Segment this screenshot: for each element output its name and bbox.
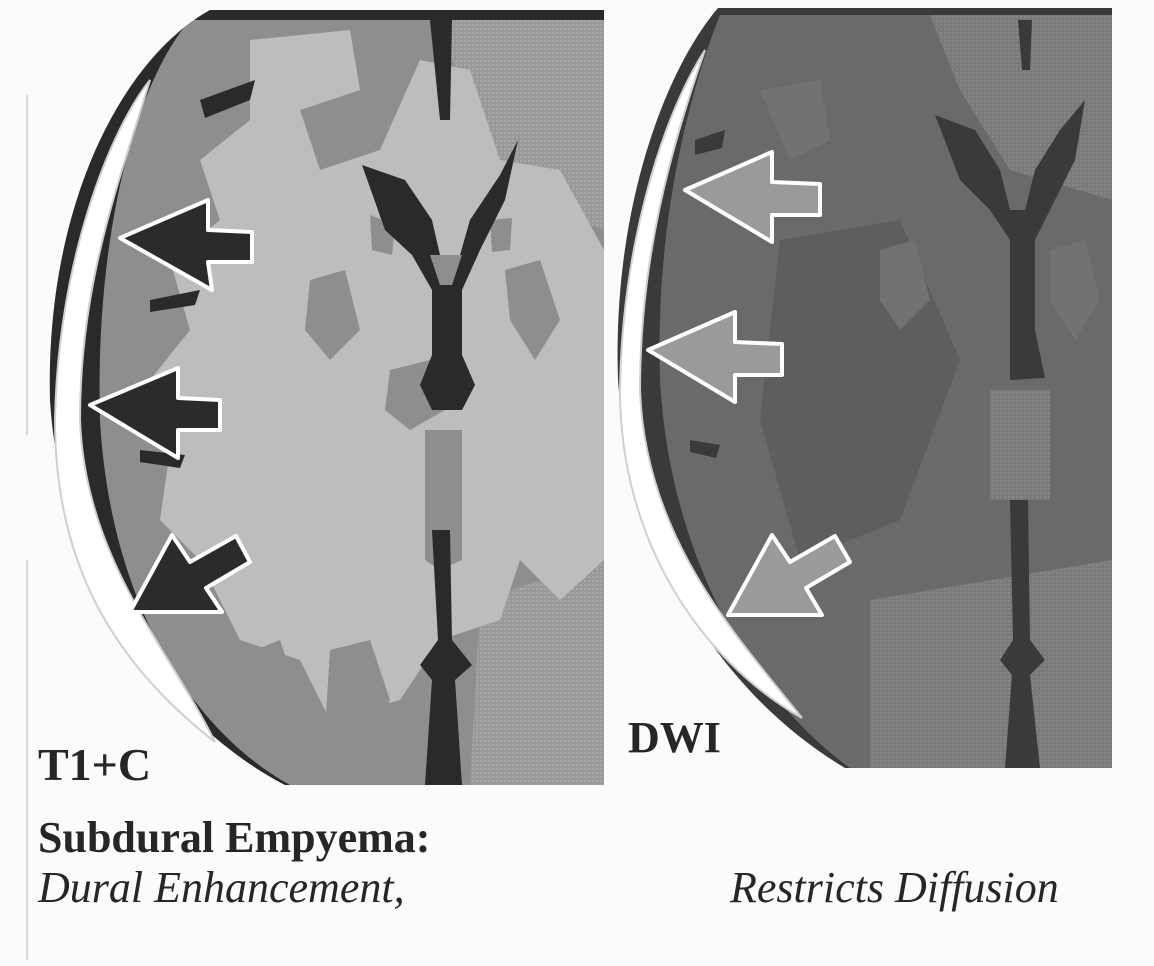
panel-label-t1c: T1+C	[38, 739, 152, 790]
caption-right-text: Restricts Diffusion	[730, 863, 1059, 912]
arrow-icon	[118, 198, 254, 292]
arrow-icon	[683, 150, 822, 244]
arrow-icon	[726, 533, 852, 617]
page-edge-mark	[26, 560, 28, 960]
arrow-icon	[646, 310, 784, 404]
arrow-icon	[128, 533, 252, 614]
caption-title: Subdural Empyema:	[38, 813, 431, 862]
caption-left-text: Dural Enhancement,	[38, 863, 405, 912]
empyema-collection	[53, 79, 216, 743]
page-edge-mark	[26, 95, 28, 435]
arrow-icon	[88, 366, 222, 460]
panel-label-dwi: DWI	[628, 713, 721, 762]
empyema-collection	[618, 49, 803, 719]
